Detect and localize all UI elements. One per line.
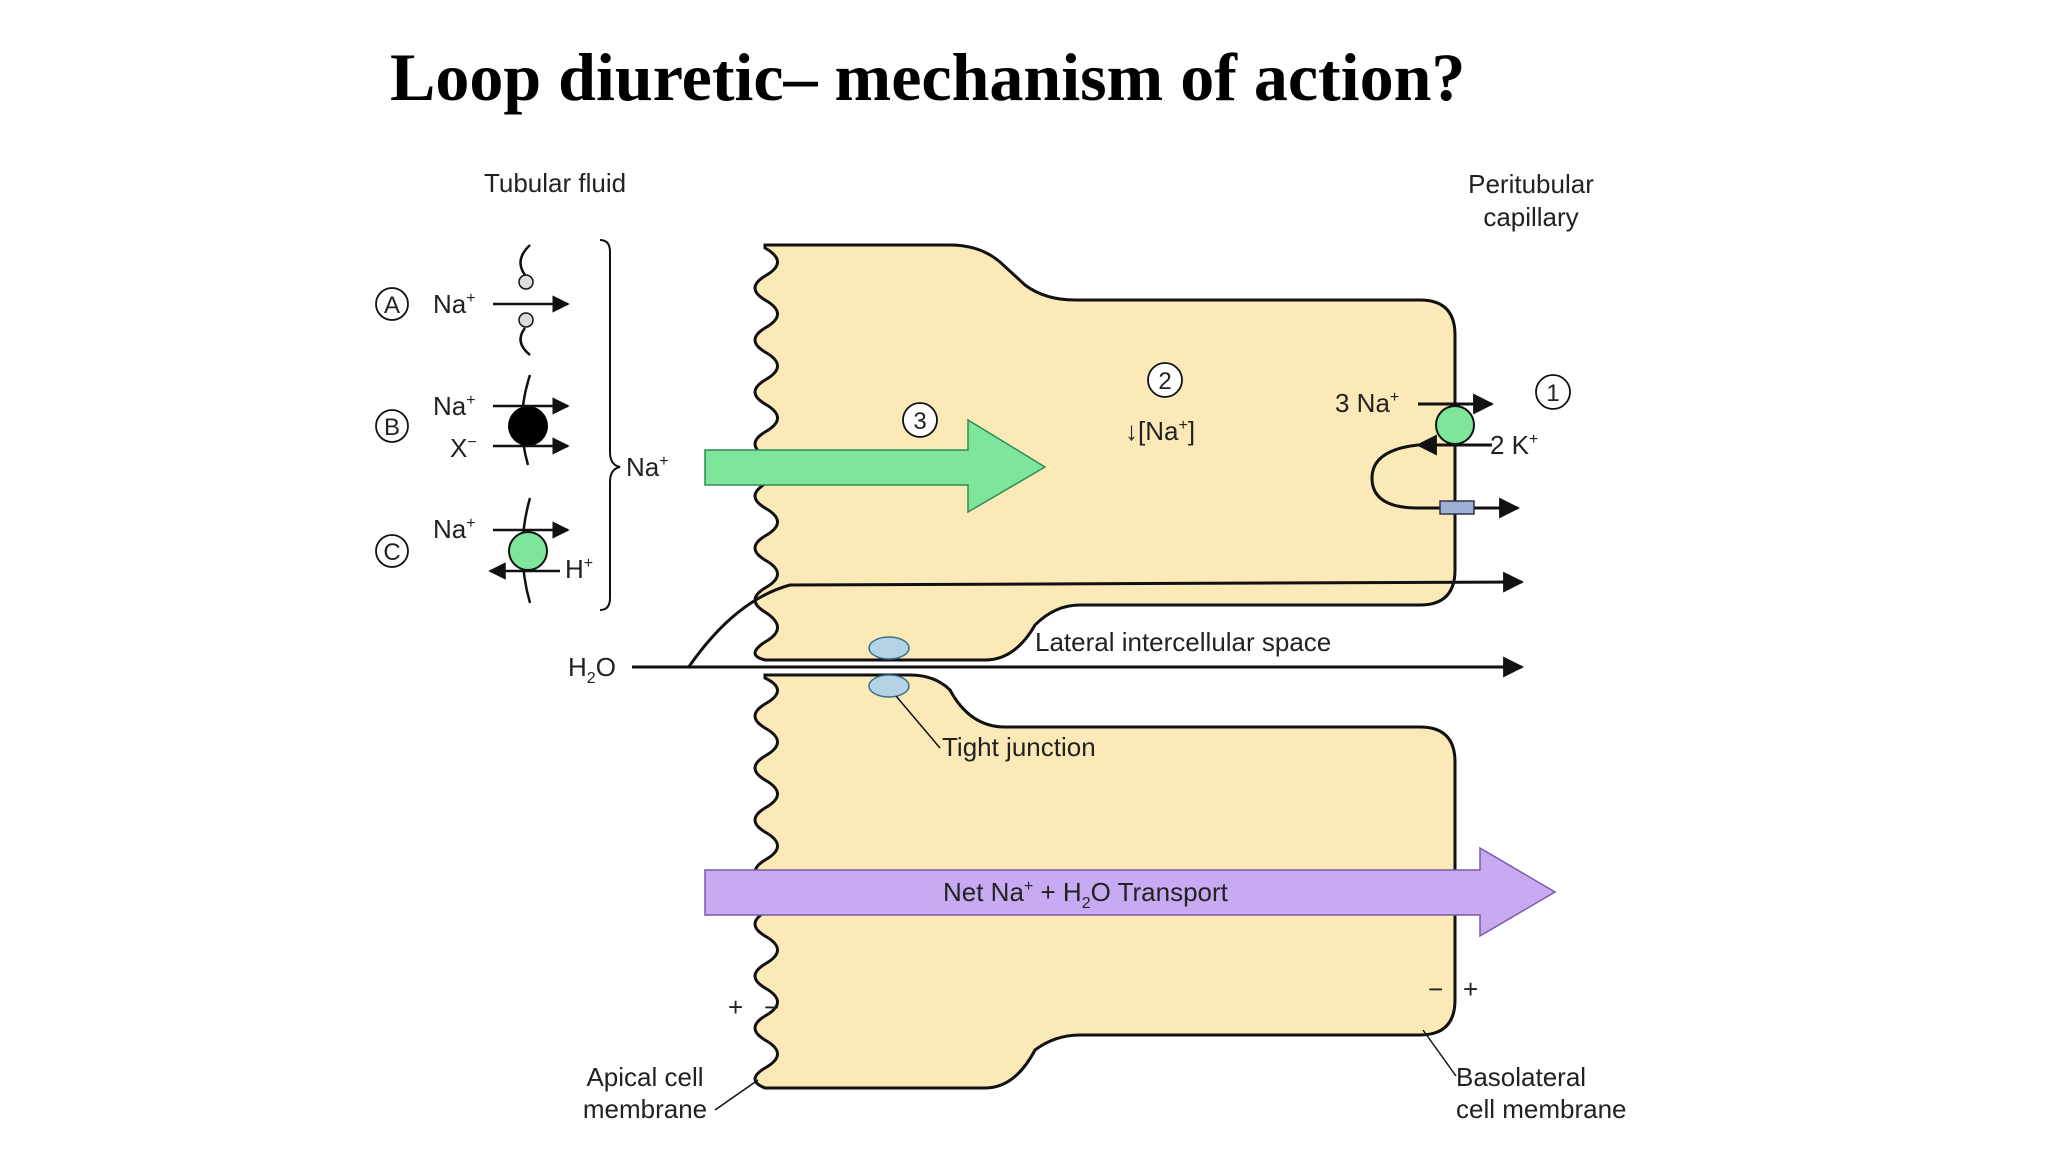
marker-a: A xyxy=(384,292,400,319)
transporter-b-cotransporter xyxy=(508,406,548,446)
tubular-fluid-label: Tubular fluid xyxy=(484,168,626,198)
marker-3-circle xyxy=(902,402,938,438)
marker-b-circle xyxy=(375,409,409,443)
h2o-label: H2O xyxy=(568,652,616,687)
two-k-label: 2 K+ xyxy=(1490,430,1538,460)
marker-b: B xyxy=(384,414,400,441)
green-transport-arrow xyxy=(704,418,1047,514)
transporter-a-na: Na+ xyxy=(433,289,476,319)
apical-minus-sign: − xyxy=(764,992,779,1022)
transporter-a-top xyxy=(519,244,531,276)
marker-2-circle xyxy=(1147,362,1183,398)
apical-membrane-label-1: Apical cell xyxy=(586,1062,703,1092)
basolateral-minus-sign: − xyxy=(1428,974,1443,1004)
marker-1-circle xyxy=(1535,374,1571,410)
three-na-label: 3 Na+ xyxy=(1335,388,1399,418)
slide-title: Loop diuretic– mechanism of action? xyxy=(390,39,1466,115)
apical-leader xyxy=(714,1079,759,1111)
paracellular-path xyxy=(686,571,1525,669)
transporter-c-na: Na+ xyxy=(433,514,476,544)
transporter-c-h: H+ xyxy=(565,554,593,584)
transporter-brace xyxy=(599,239,621,611)
tight-junction-label: Tight junction xyxy=(942,732,1096,762)
marker-c: C xyxy=(383,539,400,566)
basolateral-leader xyxy=(1422,1029,1457,1077)
k-recycle-loop xyxy=(1370,443,1521,519)
net-transport-arrow xyxy=(704,846,1557,938)
tight-junction-lower xyxy=(868,674,910,698)
peritubular-label-2: capillary xyxy=(1483,202,1578,232)
marker-a-circle xyxy=(375,287,409,321)
basolateral-membrane-label-2: cell membrane xyxy=(1456,1094,1627,1124)
net-transport-label: Net Na+ + H2O Transport xyxy=(943,877,1229,912)
marker-3: 3 xyxy=(913,408,926,435)
apical-plus-sign: + xyxy=(728,992,743,1022)
na-k-pump xyxy=(1435,405,1475,445)
transporter-a-bottom-ball xyxy=(518,312,534,328)
k-channel xyxy=(1439,500,1475,515)
apical-membrane-label-2: membrane xyxy=(583,1094,707,1124)
transporter-b-na: Na+ xyxy=(433,391,476,421)
marker-c-circle xyxy=(375,534,409,568)
brace-na-label: Na+ xyxy=(626,452,669,482)
marker-2: 2 xyxy=(1158,368,1171,395)
transporter-b-x: X− xyxy=(450,433,477,463)
basolateral-plus-sign: + xyxy=(1463,974,1478,1004)
transporter-c-exchanger xyxy=(508,531,548,571)
tight-junction-upper xyxy=(868,636,910,660)
basolateral-membrane-label-1: Basolateral xyxy=(1456,1062,1586,1092)
na-concentration-label: ↓[Na+] xyxy=(1125,416,1195,446)
transporter-a-bottom xyxy=(519,327,531,356)
lateral-space-label: Lateral intercellular space xyxy=(1035,627,1331,657)
peritubular-label-1: Peritubular xyxy=(1468,169,1594,199)
tight-junction-leader xyxy=(895,695,941,749)
upper-cell xyxy=(753,243,1457,662)
transporter-a-top-ball xyxy=(518,274,534,290)
marker-1: 1 xyxy=(1546,380,1559,407)
